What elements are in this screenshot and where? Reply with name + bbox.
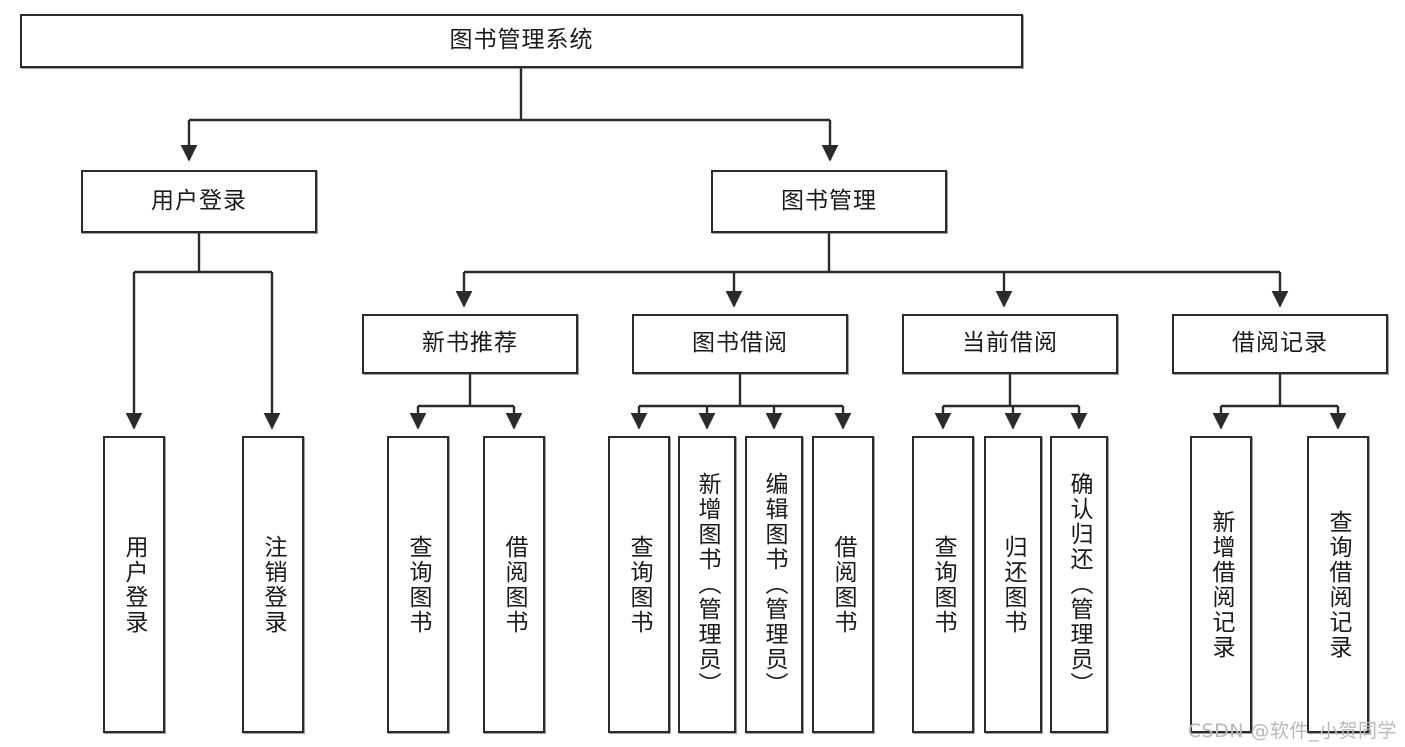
node-book-manage[interactable]: 图书管理: [711, 170, 947, 233]
node-user-login-label: 用户登录: [151, 187, 247, 214]
node-leaf-confirm-return-admin[interactable]: 确认归还（管理员）: [1050, 436, 1108, 733]
node-book-borrow[interactable]: 图书借阅: [632, 314, 848, 374]
node-leaf-return-book[interactable]: 归还图书: [984, 436, 1042, 733]
node-leaf-query-book-3[interactable]: 查询图书: [912, 436, 974, 733]
node-leaf-logout-login[interactable]: 注销登录: [242, 436, 304, 733]
node-leaf-add-borrow-record-label: 新增借阅记录: [1208, 509, 1235, 660]
node-leaf-add-book-admin[interactable]: 新增图书（管理员）: [678, 436, 736, 733]
node-leaf-borrow-book-1[interactable]: 借阅图书: [483, 436, 545, 733]
node-borrow-record[interactable]: 借阅记录: [1172, 314, 1388, 374]
node-borrow-record-label: 借阅记录: [1232, 330, 1328, 357]
node-leaf-user-login-label: 用户登录: [121, 534, 148, 635]
node-new-book-recommend[interactable]: 新书推荐: [362, 314, 578, 374]
node-current-borrow[interactable]: 当前借阅: [902, 314, 1118, 374]
node-new-book-recommend-label: 新书推荐: [422, 330, 518, 357]
node-leaf-query-book-1[interactable]: 查询图书: [387, 436, 449, 733]
node-leaf-return-book-label: 归还图书: [1000, 534, 1027, 635]
node-current-borrow-label: 当前借阅: [962, 330, 1058, 357]
node-leaf-confirm-return-admin-label: 确认归还（管理员）: [1066, 472, 1093, 697]
node-book-borrow-label: 图书借阅: [692, 330, 788, 357]
csdn-watermark: CSDN @软件_小贺同学: [1187, 720, 1397, 742]
node-leaf-query-book-3-label: 查询图书: [930, 534, 957, 635]
node-leaf-borrow-book-1-label: 借阅图书: [501, 534, 528, 635]
node-leaf-query-book-2-label: 查询图书: [626, 534, 653, 635]
node-leaf-logout-login-label: 注销登录: [260, 534, 287, 635]
node-root-label: 图书管理系统: [449, 27, 594, 54]
node-root[interactable]: 图书管理系统: [20, 14, 1023, 68]
node-leaf-borrow-book-2[interactable]: 借阅图书: [812, 436, 874, 733]
node-leaf-query-book-1-label: 查询图书: [405, 534, 432, 635]
node-leaf-user-login[interactable]: 用户登录: [103, 436, 165, 733]
node-leaf-edit-book-admin-label: 编辑图书（管理员）: [761, 472, 788, 697]
node-leaf-add-book-admin-label: 新增图书（管理员）: [694, 472, 721, 697]
node-leaf-query-borrow-record-label: 查询借阅记录: [1325, 509, 1352, 660]
node-user-login[interactable]: 用户登录: [81, 170, 317, 233]
node-leaf-edit-book-admin[interactable]: 编辑图书（管理员）: [745, 436, 803, 733]
node-leaf-query-borrow-record[interactable]: 查询借阅记录: [1307, 436, 1369, 733]
node-leaf-query-book-2[interactable]: 查询图书: [608, 436, 670, 733]
node-leaf-borrow-book-2-label: 借阅图书: [830, 534, 857, 635]
node-leaf-add-borrow-record[interactable]: 新增借阅记录: [1190, 436, 1252, 733]
node-book-manage-label: 图书管理: [781, 187, 877, 214]
